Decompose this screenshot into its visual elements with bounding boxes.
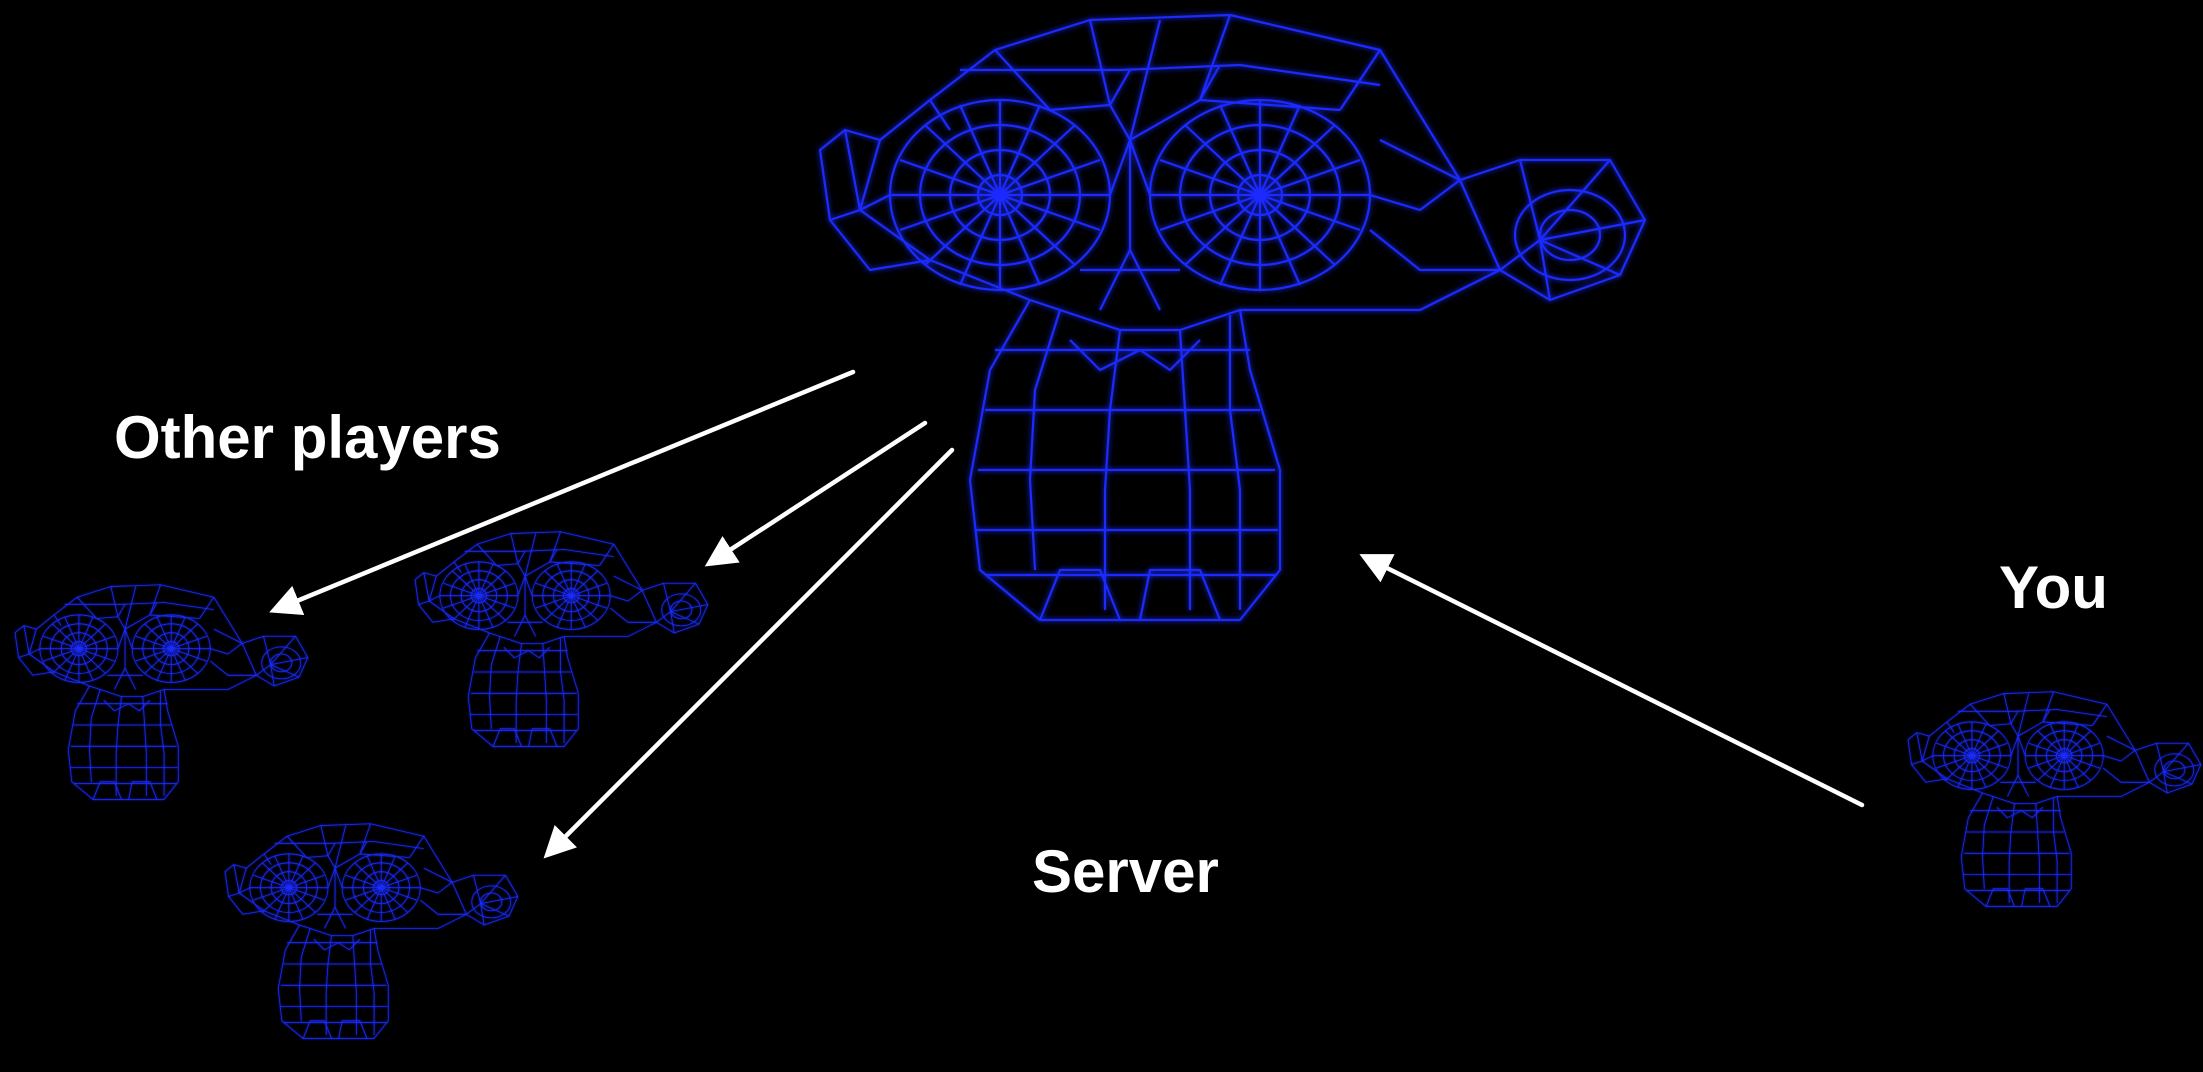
server-label: Server xyxy=(1032,838,1219,905)
other-player-monkey-icon-3 xyxy=(225,824,518,1039)
other-players-label: Other players xyxy=(114,404,501,471)
you-label: You xyxy=(1999,554,2108,621)
arrow-server-to-player-1 xyxy=(269,369,856,615)
arrow-server-to-player-3 xyxy=(543,447,955,859)
arrow-server-to-player-2 xyxy=(704,420,928,567)
other-player-monkey-icon-2 xyxy=(415,532,708,747)
other-player-monkey-icon-1 xyxy=(15,585,308,800)
arrow-you-to-server xyxy=(1359,554,1865,808)
server-monkey-icon xyxy=(820,15,1645,620)
you-monkey-icon xyxy=(1908,692,2201,907)
